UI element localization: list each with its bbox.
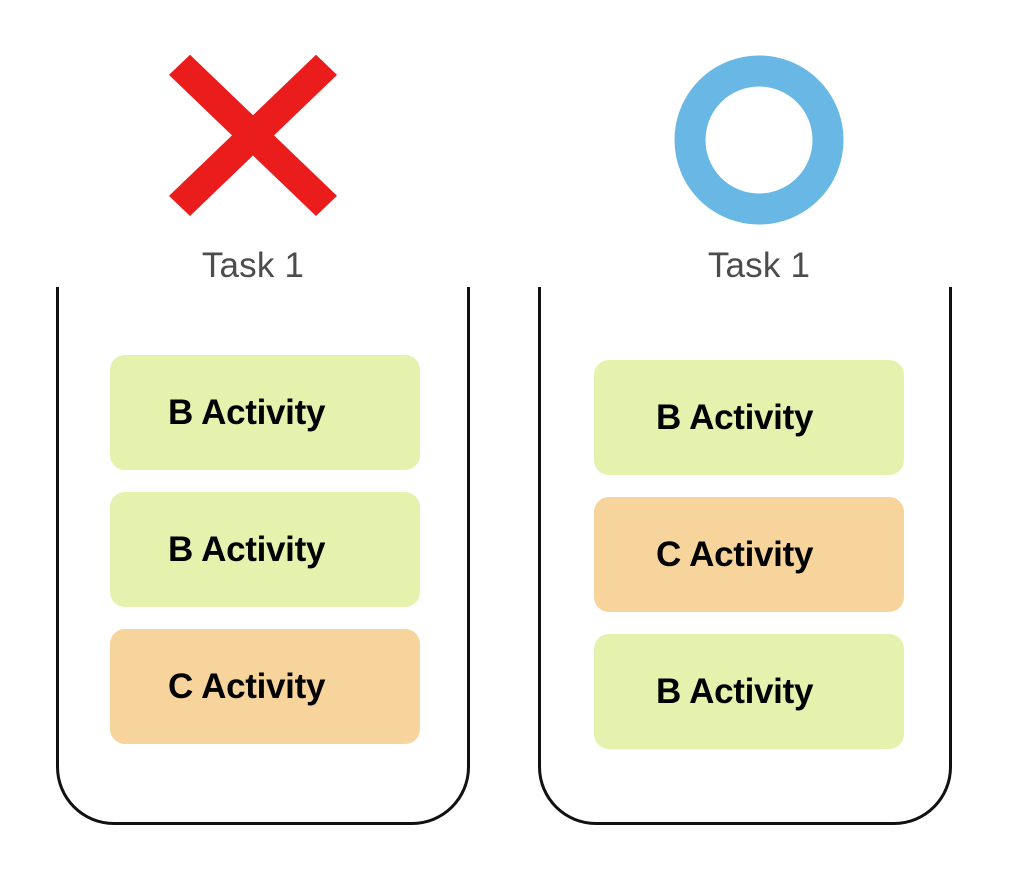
activity-card[interactable]: B Activity xyxy=(594,634,904,749)
task-label: Task 1 xyxy=(707,246,811,285)
activity-card-list: B Activity B Activity C Activity xyxy=(110,355,420,744)
task-column-right: Task 1 B Activity C Activity B Activity xyxy=(506,0,1012,896)
activity-card[interactable]: B Activity xyxy=(110,355,420,470)
circle-icon xyxy=(669,55,849,225)
task-label: Task 1 xyxy=(201,246,305,285)
activity-card[interactable]: B Activity xyxy=(594,360,904,475)
activity-card[interactable]: C Activity xyxy=(110,629,420,744)
cross-icon xyxy=(163,54,343,223)
activity-card[interactable]: B Activity xyxy=(110,492,420,607)
task-column-left: Task 1 B Activity B Activity C Activity xyxy=(56,54,470,825)
activity-card[interactable]: C Activity xyxy=(594,497,904,612)
activity-card-list: B Activity C Activity B Activity xyxy=(594,360,904,749)
